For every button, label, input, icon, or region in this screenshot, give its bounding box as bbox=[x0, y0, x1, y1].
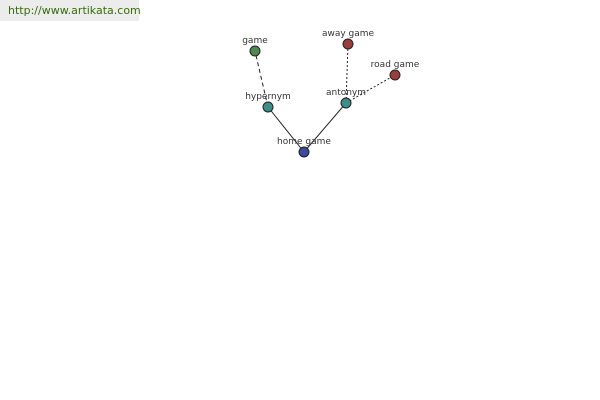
node-game[interactable] bbox=[249, 45, 261, 57]
edge-antonym-to-away-game bbox=[345, 43, 349, 104]
node-label-home-game[interactable]: home game bbox=[277, 137, 331, 147]
edge-antonym-to-road-game bbox=[345, 74, 396, 104]
node-label-away-game[interactable]: away game bbox=[322, 29, 375, 39]
node-label-hypernym[interactable]: hypernym bbox=[245, 92, 291, 102]
edges-layer bbox=[254, 43, 396, 153]
node-home-game[interactable] bbox=[298, 146, 310, 158]
node-label-game[interactable]: game bbox=[242, 36, 268, 46]
node-road-game[interactable] bbox=[389, 69, 401, 81]
node-antonym[interactable] bbox=[340, 97, 352, 109]
node-hypernym[interactable] bbox=[262, 101, 274, 113]
edge-hypernym-to-game bbox=[254, 50, 269, 108]
edge-home-game-to-antonym bbox=[303, 102, 347, 153]
edge-home-game-to-hypernym bbox=[267, 106, 305, 153]
node-away-game[interactable] bbox=[342, 38, 354, 50]
node-label-road-game[interactable]: road game bbox=[371, 60, 420, 70]
url-bar: http://www.artikata.com bbox=[0, 0, 141, 21]
nodes-layer: home game hypernym antonym game away game roa… bbox=[242, 29, 420, 158]
site-url-link[interactable]: http://www.artikata.com bbox=[8, 4, 141, 17]
node-label-antonym[interactable]: antonym bbox=[326, 88, 366, 98]
